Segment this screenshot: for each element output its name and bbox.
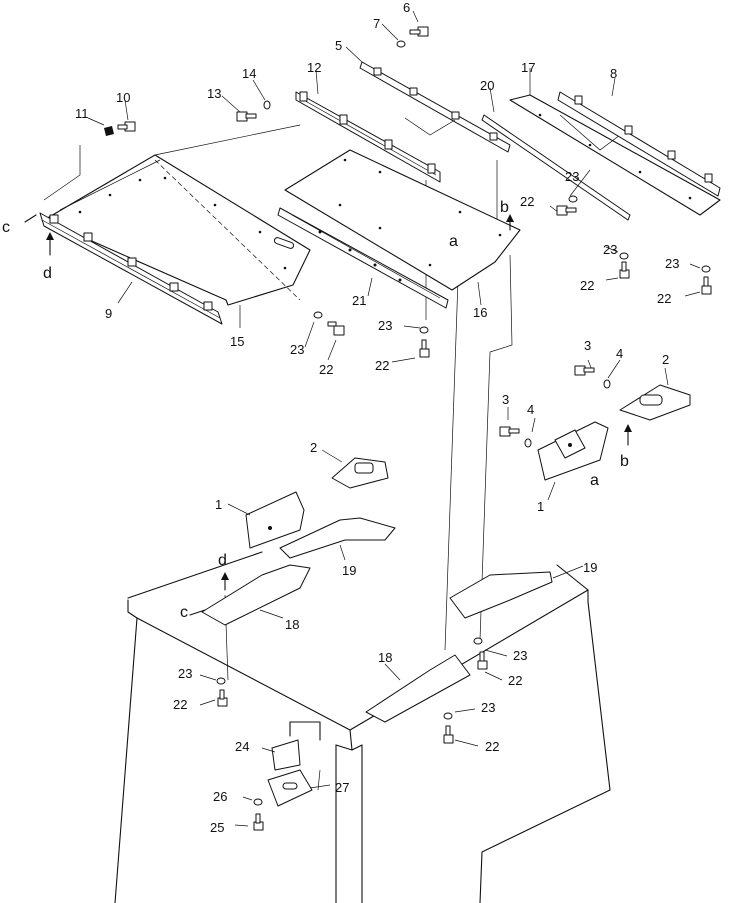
part-labels: 6 7 5 10 11 13 14 12 17 8 20 23 22 b a c… (2, 0, 679, 835)
label-14: 14 (242, 66, 256, 81)
label-18-right: 18 (378, 650, 392, 665)
label-2-left: 2 (310, 440, 317, 455)
label-22f: 22 (508, 673, 522, 688)
nut-11 (104, 126, 114, 136)
label-26: 26 (213, 789, 227, 804)
label-22a: 22 (520, 194, 534, 209)
ref-a-right: a (590, 472, 599, 489)
label-23f: 23 (513, 648, 527, 663)
ref-d-top: d (43, 265, 52, 282)
bracket-18-left (201, 564, 311, 626)
label-23b: 23 (603, 242, 617, 257)
leader-17-v (559, 114, 621, 151)
label-1-left: 1 (215, 497, 222, 512)
label-23c: 23 (665, 256, 679, 271)
label-11: 11 (75, 106, 89, 121)
bracket-19-left (279, 517, 396, 559)
cab-body (114, 551, 611, 903)
label-23h: 23 (481, 700, 495, 715)
washer-4-upper (603, 379, 611, 389)
label-22g: 22 (173, 697, 187, 712)
label-25: 25 (210, 820, 224, 835)
plate-27 (267, 769, 313, 807)
washer-14 (263, 100, 271, 110)
label-4-lower: 4 (527, 402, 534, 417)
leader-lines (43, 10, 701, 827)
rail-21 (277, 207, 449, 309)
washer-4-lower (524, 438, 532, 448)
ref-a-top: a (449, 233, 458, 250)
rail-8 (557, 91, 721, 197)
reference-arrows (24, 214, 632, 791)
washer-7 (396, 40, 406, 48)
rail-5 (359, 61, 511, 153)
fasteners (104, 26, 712, 831)
label-1-right: 1 (537, 499, 544, 514)
label-23d: 23 (290, 342, 304, 357)
label-22b: 22 (580, 278, 594, 293)
bolt-10 (117, 121, 136, 132)
label-4-upper: 4 (616, 346, 623, 361)
label-23g: 23 (178, 666, 192, 681)
bolt-3-lower (499, 426, 520, 437)
label-13: 13 (207, 86, 221, 101)
rail-9 (39, 212, 223, 325)
rail-12 (295, 91, 441, 183)
roof-plate-16 (284, 149, 521, 291)
label-19-left: 19 (342, 563, 356, 578)
label-5: 5 (335, 38, 342, 53)
label-22e: 22 (375, 358, 389, 373)
label-6: 6 (403, 0, 410, 15)
bracket-1-right (537, 421, 609, 481)
bracket-2-right (619, 384, 691, 421)
bolt-3-upper (574, 365, 595, 376)
label-24: 24 (235, 739, 249, 754)
leader-5-v (404, 117, 456, 136)
ref-b-right: b (620, 453, 629, 470)
ref-c-lower: c (180, 604, 188, 621)
label-8: 8 (610, 66, 617, 81)
ref-c-top: c (2, 219, 10, 236)
roof-plate-17 (509, 94, 721, 216)
label-3-lower: 3 (502, 392, 509, 407)
label-9: 9 (105, 306, 112, 321)
ref-b-top: b (500, 199, 509, 216)
bracket-19-right (449, 571, 553, 619)
label-23e: 23 (378, 318, 392, 333)
bolt-6 (409, 26, 429, 37)
label-2-right: 2 (662, 352, 669, 367)
bolt-13 (236, 111, 257, 122)
bracket-2-left (331, 457, 389, 489)
label-10: 10 (116, 90, 130, 105)
bolt-25 (253, 813, 264, 831)
washer-26 (253, 798, 263, 806)
label-16: 16 (473, 305, 487, 320)
label-3-upper: 3 (584, 338, 591, 353)
label-18-left: 18 (285, 617, 299, 632)
bracket-24 (271, 739, 301, 771)
label-20: 20 (480, 78, 494, 93)
label-12: 12 (307, 60, 321, 75)
label-27: 27 (335, 780, 349, 795)
label-17: 17 (521, 60, 535, 75)
bracket-1-left (245, 491, 305, 549)
label-23a: 23 (565, 169, 579, 184)
ref-d-lower: d (218, 552, 227, 569)
label-15: 15 (230, 334, 244, 349)
label-19-right: 19 (583, 560, 597, 575)
label-7: 7 (373, 16, 380, 31)
label-21: 21 (352, 293, 366, 308)
label-22h: 22 (485, 739, 499, 754)
bracket-18-right (365, 654, 471, 723)
label-22d: 22 (319, 362, 333, 377)
label-22c: 22 (657, 291, 671, 306)
